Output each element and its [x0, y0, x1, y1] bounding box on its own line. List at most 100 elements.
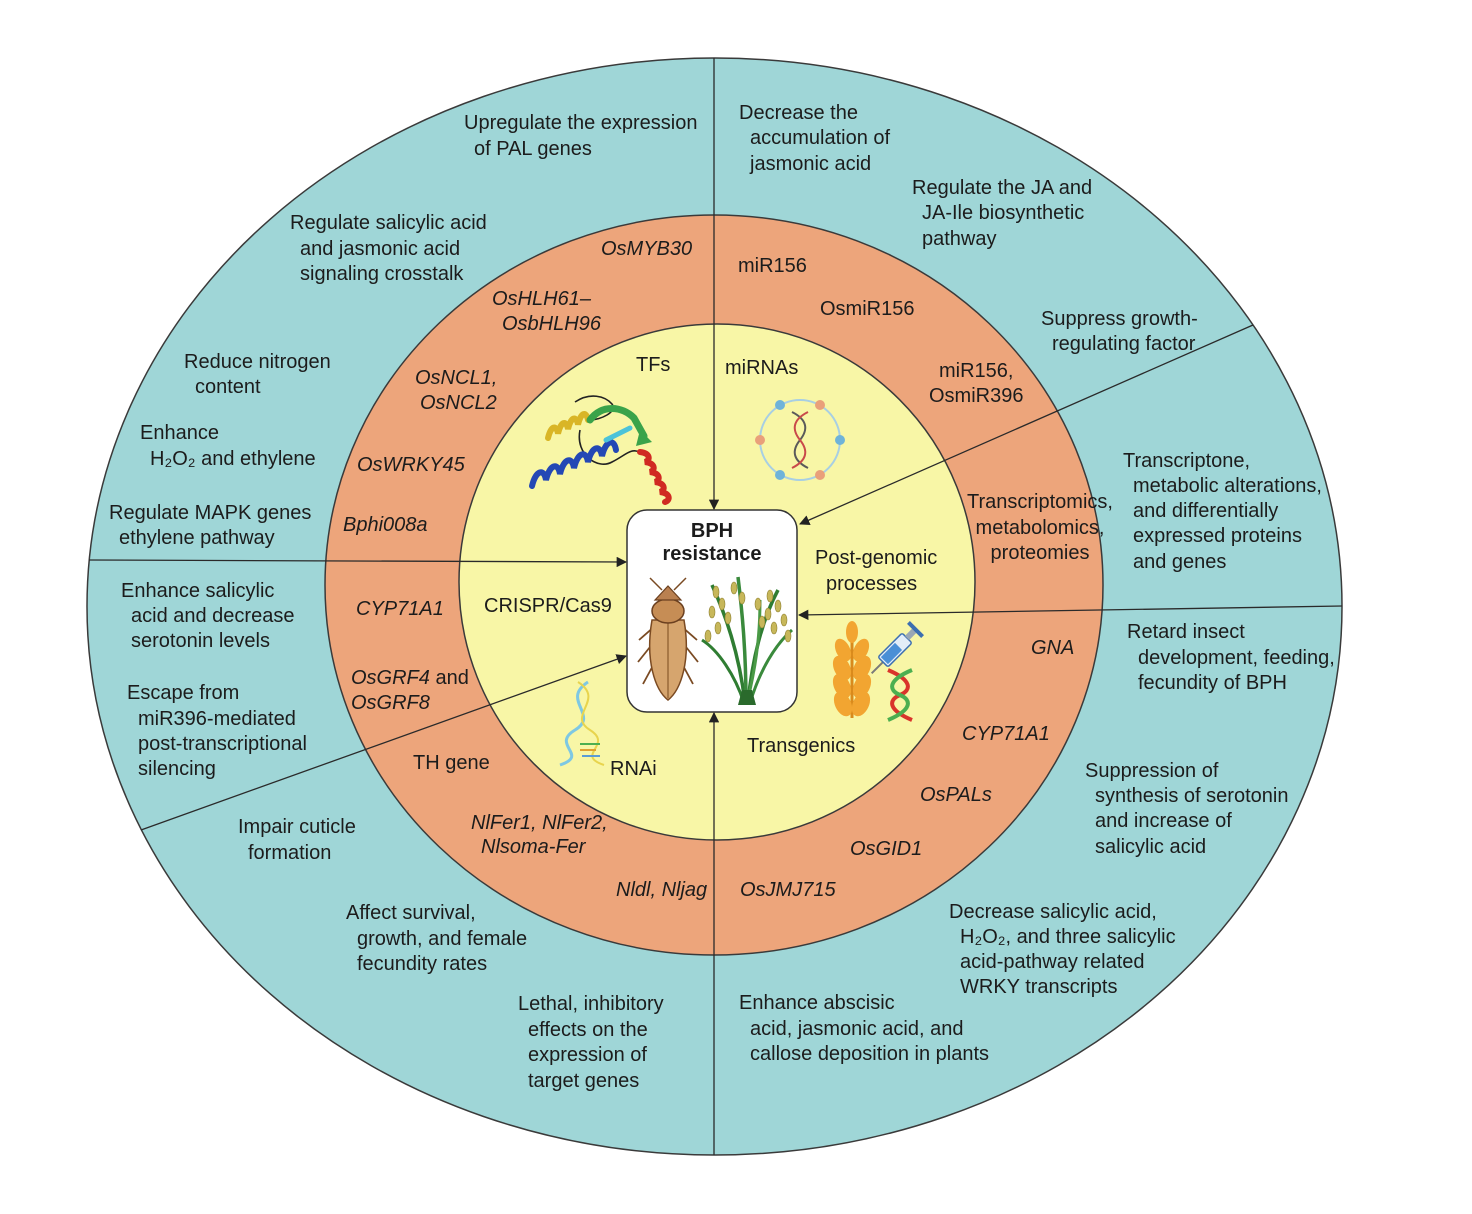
inner-label-rnai: RNAi	[610, 758, 657, 780]
outer-text-line: silencing	[138, 758, 216, 780]
outer-text-line: target genes	[528, 1070, 639, 1092]
outer-text-pal-genes: Upregulate the expression of PAL genes	[464, 112, 697, 160]
mirna-mir156: miR156	[738, 255, 807, 277]
rice-grain	[770, 621, 778, 635]
gene-ospals: OsPALs	[920, 784, 992, 806]
gene-bphi008a: Bphi008a	[343, 514, 428, 536]
outer-text-line: Transcriptone,	[1123, 450, 1250, 472]
wheat-grains	[832, 621, 872, 717]
outer-text-line: fecundity rates	[357, 953, 487, 975]
outer-text-line: Regulate salicylic acid	[290, 212, 487, 234]
outer-text-line: and increase of	[1095, 810, 1232, 832]
antenna	[649, 577, 663, 591]
outer-text-abscisic: Enhance abscisic acid, jasmonic acid, an…	[739, 992, 989, 1065]
gene-th: TH gene	[413, 752, 490, 774]
pathway-node	[835, 435, 845, 445]
gene-nldl-nljag: Nldl, Nljag	[616, 879, 707, 901]
rice-grain	[730, 581, 738, 595]
outer-text-line: Enhance salicylic	[121, 580, 274, 602]
outer-text-line: callose deposition in plants	[750, 1043, 989, 1065]
gene-nlsoma-fer: Nlsoma-Fer	[481, 836, 587, 858]
inner-label-transgenics: Transgenics	[747, 735, 855, 757]
rice-leaf	[736, 576, 748, 704]
syringe-icon	[870, 621, 924, 675]
dna-strand	[791, 411, 809, 469]
outer-text-line: Decrease the	[739, 102, 858, 124]
outer-text-line: acid, jasmonic acid, and	[750, 1018, 963, 1040]
outer-text-line: Decrease salicylic acid,	[949, 901, 1157, 923]
omics-label: Transcriptomics,	[967, 491, 1113, 513]
outer-text-line: synthesis of serotonin	[1095, 785, 1288, 807]
outer-text-line: Affect survival,	[346, 902, 476, 924]
outer-text-line: salicylic acid	[1095, 836, 1206, 858]
gene-osncl1: OsNCL1,	[415, 367, 497, 389]
syringe-plunger-end	[907, 621, 924, 638]
pathway-node	[815, 470, 825, 480]
inner-label-tfs: TFs	[636, 354, 670, 376]
center-title-line: resistance	[663, 543, 762, 565]
inner-label-crispr: CRISPR/Cas9	[484, 595, 612, 617]
gene-osgrf4: OsGRF4	[351, 667, 430, 689]
outer-text-line: acid and decrease	[131, 605, 294, 627]
rice-grain	[724, 611, 732, 625]
antenna	[673, 577, 687, 591]
outer-text-line: jasmonic acid	[749, 153, 871, 175]
arrow-left	[88, 556, 628, 568]
rice-grain	[708, 605, 716, 619]
outer-text-ja-biosynthetic: Regulate the JA and JA-Ile biosynthetic …	[912, 177, 1092, 250]
outer-text-line: WRKY transcripts	[960, 976, 1117, 998]
outer-text-line: Suppression of	[1085, 760, 1219, 782]
gene-gna: GNA	[1031, 637, 1074, 659]
outer-text-line: and differentially	[1133, 500, 1278, 522]
outer-text-line: Reduce nitrogen	[184, 351, 331, 373]
gene-oshlh61: OsHLH61–	[492, 288, 592, 310]
outer-text-transcriptone: Transcriptone, metabolic alterations, an…	[1123, 450, 1322, 573]
outer-text-serotonin-suppression: Suppression of synthesis of serotonin an…	[1085, 760, 1288, 858]
wheat-grain	[851, 691, 871, 717]
conjunction: and	[430, 667, 469, 689]
gene-osbhlh96: OsbHLH96	[502, 313, 602, 335]
outer-text-salicylic-serotonin: Enhance salicylic acid and decrease sero…	[121, 580, 294, 652]
outer-text-nitrogen: Reduce nitrogen content	[184, 351, 331, 398]
outer-text-line: H₂O₂ and ethylene	[150, 448, 316, 470]
outer-text-line: Regulate MAPK genes	[109, 502, 311, 524]
wheat-grain	[834, 638, 852, 662]
outer-text-line: JA-Ile biosynthetic	[922, 202, 1084, 224]
gene-nlfer: NlFer1, NlFer2,	[471, 812, 608, 834]
protein-sheet-arrow	[636, 430, 652, 446]
outer-text-mapk: Regulate MAPK genes ethylene pathway	[109, 502, 311, 549]
rice-grain	[754, 597, 762, 611]
outer-text-line: H₂O₂, and three salicylic	[960, 926, 1176, 948]
outer-text-line: content	[195, 376, 261, 398]
center-title-line: BPH	[691, 520, 733, 542]
outer-text-sa-ja-crosstalk: Regulate salicylic acid and jasmonic aci…	[290, 212, 487, 285]
protein-coil	[578, 429, 641, 465]
middle-labels: OsMYB30 miR156 OsmiR156 OsHLH61– OsbHLH9…	[343, 238, 1113, 901]
rice-grain	[704, 629, 712, 643]
rna-strand-icon	[559, 680, 605, 767]
gene-osgrf4-line: OsGRF4 and	[351, 667, 469, 689]
rice-base	[738, 690, 756, 705]
outer-text-line: Regulate the JA and	[912, 177, 1092, 199]
outer-text-line: formation	[248, 842, 331, 864]
arrow-upper-right	[799, 324, 1254, 525]
rice-grain	[780, 613, 788, 627]
protein-structure-icon	[529, 395, 672, 505]
outer-text-line: post-transcriptional	[138, 733, 307, 755]
outer-text-cuticle: Impair cuticle formation	[238, 816, 356, 864]
outer-text-survival: Affect survival, growth, and female fecu…	[346, 902, 527, 975]
planthopper-head	[653, 585, 683, 601]
syringe-liquid	[880, 642, 903, 665]
outer-text-line: Lethal, inhibitory	[518, 993, 664, 1015]
protein-strand-cyan	[603, 425, 633, 443]
gene-osmyb30: OsMYB30	[601, 238, 692, 260]
gene-osncl2: OsNCL2	[420, 392, 497, 414]
rice-grain	[714, 621, 722, 635]
pathway-node	[775, 470, 785, 480]
divider-arrows	[88, 58, 1343, 1155]
outer-text-lethal: Lethal, inhibitory effects on the expres…	[518, 993, 664, 1092]
rna-strand	[559, 680, 589, 767]
protein-coil	[574, 395, 614, 421]
pathway-node	[775, 400, 785, 410]
